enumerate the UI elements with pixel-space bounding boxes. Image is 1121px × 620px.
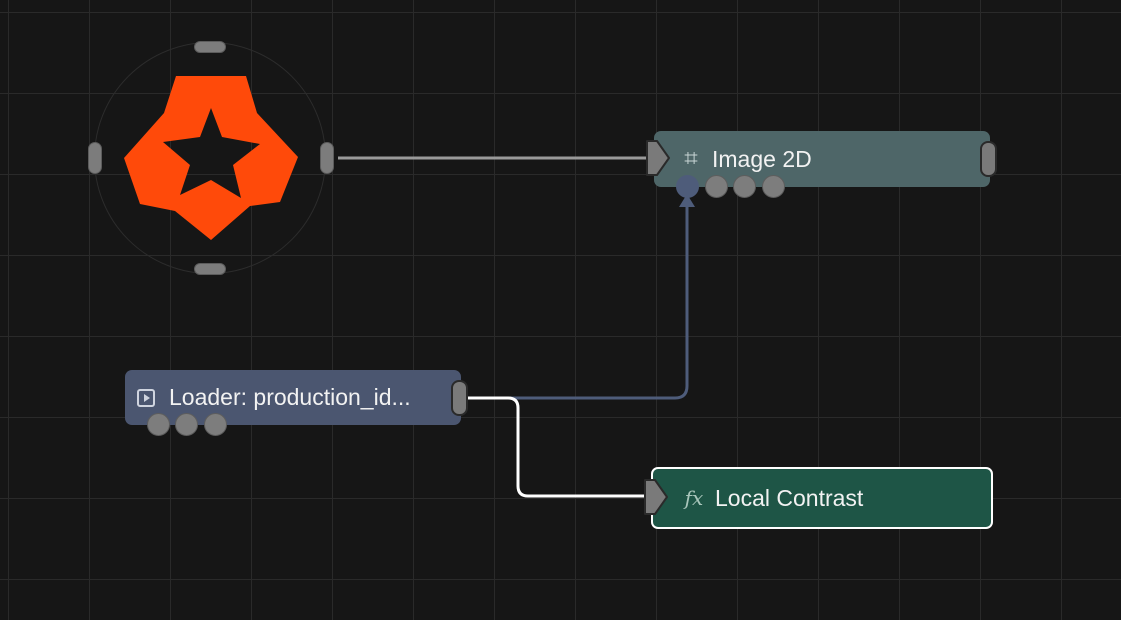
image2d-extra-input-port[interactable] [733, 175, 756, 198]
root-output-port[interactable] [320, 142, 334, 174]
image2d-output-port[interactable] [980, 141, 997, 177]
local-contrast-input-port[interactable] [643, 478, 669, 516]
connection-loader-to-image2d[interactable] [468, 204, 689, 400]
image2d-extra-input-port[interactable] [705, 175, 728, 198]
arrow-up-icon [679, 194, 695, 207]
loader-output-port[interactable] [451, 380, 468, 416]
root-handle-top[interactable] [194, 41, 226, 53]
play-icon [137, 388, 155, 407]
node-label: Image 2D [712, 145, 812, 172]
fx-icon: fx [684, 486, 704, 510]
root-handle-left[interactable] [88, 142, 102, 174]
loader-extra-port[interactable] [175, 413, 198, 436]
loader-extra-port[interactable] [147, 413, 170, 436]
image2d-input-port[interactable] [645, 139, 671, 177]
connection-loader-to-local-contrast[interactable] [468, 396, 649, 498]
node-label: Local Contrast [715, 484, 864, 511]
node-loader[interactable]: Loader: production_id... [125, 370, 461, 425]
hash-icon: ⌗ [684, 145, 698, 172]
node-local-contrast[interactable]: fx Local Contrast [651, 467, 993, 529]
image2d-mask-input-port[interactable] [676, 175, 699, 198]
logo-icon[interactable] [124, 76, 298, 240]
loader-extra-port[interactable] [204, 413, 227, 436]
root-handle-bottom[interactable] [194, 263, 226, 275]
node-label: Loader: production_id... [169, 384, 411, 410]
node-image-2d[interactable]: ⌗ Image 2D [654, 131, 990, 187]
image2d-extra-input-port[interactable] [762, 175, 785, 198]
